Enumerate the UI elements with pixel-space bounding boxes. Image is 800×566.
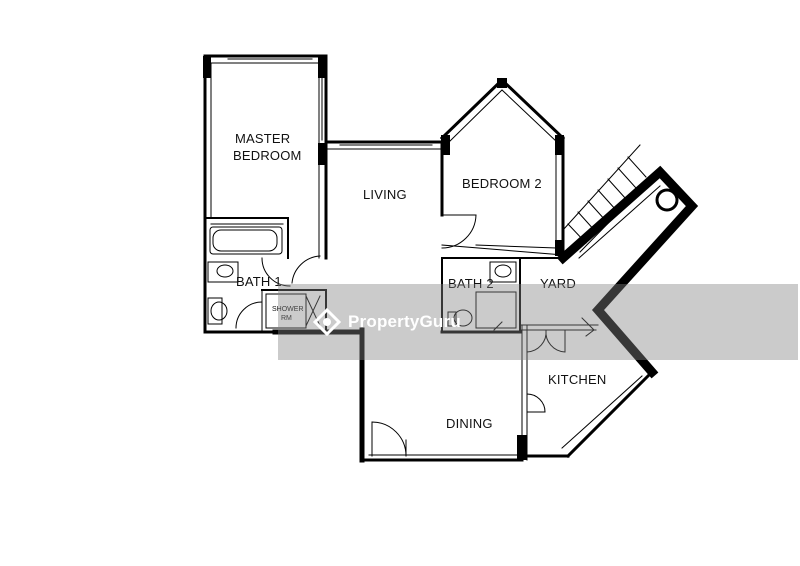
dining-label: DINING xyxy=(446,416,493,431)
master-bedroom-columns xyxy=(203,56,327,165)
shower-room xyxy=(265,293,307,329)
bath-2-toilet xyxy=(447,309,473,327)
master-bedroom-label-line1: MASTER xyxy=(235,131,290,146)
bath-2-label: BATH 2 xyxy=(448,276,494,291)
bath-1-label: BATH 1 xyxy=(236,274,282,289)
bedroom-2-walls xyxy=(439,77,566,257)
bedroom-2-door xyxy=(441,214,477,249)
bath-1-door xyxy=(261,257,291,287)
bathtub xyxy=(209,226,283,255)
bath-1-sink xyxy=(207,261,239,283)
dining-door xyxy=(371,421,407,457)
master-bedroom-label-line2: BEDROOM xyxy=(233,148,302,163)
dining-column xyxy=(517,435,527,460)
kitchen-outer-wall xyxy=(556,165,699,459)
living-room-walls xyxy=(324,140,444,217)
shower-room-label-line1: SHOWER xyxy=(272,306,304,313)
propertyguru-logo-icon xyxy=(312,307,342,337)
watermark-band xyxy=(278,284,798,360)
kitchen-label: KITCHEN xyxy=(548,372,606,387)
living-label: LIVING xyxy=(363,187,407,202)
bedroom-2-columns xyxy=(441,78,564,256)
watermark-text: PropertyGuru xyxy=(348,312,461,331)
watermark: PropertyGuru xyxy=(312,305,461,339)
bath-2-walls xyxy=(440,257,522,334)
duct-circle xyxy=(655,188,679,212)
bedroom-2-label: BEDROOM 2 xyxy=(462,176,542,191)
shower-room-label-line2: RM xyxy=(281,315,292,322)
bath-2-sink xyxy=(489,261,517,283)
bath-1-toilet xyxy=(207,297,228,325)
kitchen-door-side xyxy=(526,393,546,413)
yard-label: YARD xyxy=(540,276,576,291)
dining-walls xyxy=(272,324,570,463)
